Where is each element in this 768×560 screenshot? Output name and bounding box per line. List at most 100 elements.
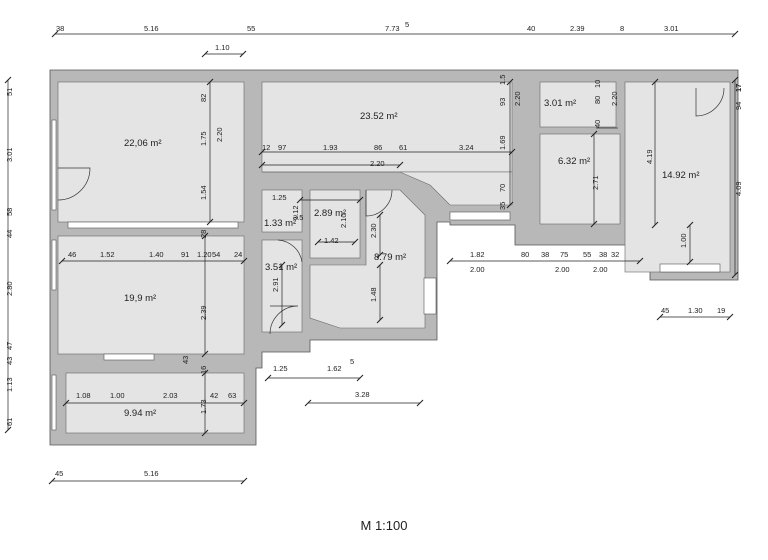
room-main: [261, 81, 513, 173]
dimension-label: 75: [560, 250, 568, 259]
dimension-label: 1.10: [215, 43, 230, 52]
room-bedroom: [57, 235, 245, 355]
dimension-label: 16: [199, 366, 208, 374]
dimension-label: 1.25: [273, 364, 288, 373]
room-bath: [309, 189, 361, 259]
dimension-label: 1.08: [76, 391, 91, 400]
dimension-label: 45: [55, 469, 63, 478]
dimension-label: 61: [399, 143, 407, 152]
dimension-label: 38: [541, 250, 549, 259]
dimension-ticks: [4, 30, 739, 485]
dimension-label: 28: [199, 230, 208, 238]
dimension-label: 1.00: [110, 391, 125, 400]
dimension-tick: [264, 374, 272, 382]
dimension-label: 42: [210, 391, 218, 400]
dimension-label: 5: [405, 20, 409, 29]
dimension-tick: [686, 221, 694, 229]
dimension-tick: [239, 50, 247, 58]
area-balcony: 9.94 m²: [124, 408, 156, 419]
dimension-label: 43: [5, 357, 14, 365]
area-small-ne: 3.01 m²: [544, 98, 576, 109]
dimension-label: 3.01: [5, 147, 14, 162]
dimension-label: 3.24: [459, 143, 474, 152]
dimension-label: 2.00: [470, 265, 485, 274]
room-mid-right: [539, 133, 621, 225]
dimension-label: 1.00: [679, 233, 688, 248]
dimension-label: 2.91: [271, 277, 280, 292]
dimension-label: 3.5: [293, 213, 303, 222]
dimension-label: 1.54: [199, 185, 208, 200]
dimension-label: 43: [181, 356, 190, 364]
dimension-label: 91: [181, 250, 189, 259]
dim-top: 38 5.16 55 7.73 40 2.39 8 3.01 1.10: [56, 24, 679, 52]
dimension-label: 58: [5, 208, 14, 216]
dimension-tick: [731, 76, 739, 84]
dimension-tick: [201, 50, 209, 58]
dimension-tick: [58, 257, 66, 265]
dimension-tick: [726, 313, 734, 321]
windows: [51, 119, 721, 431]
dimension-label: 10: [593, 80, 602, 88]
dimension-tick: [201, 429, 209, 437]
dimension-tick: [304, 399, 312, 407]
dimension-label: 1.62: [327, 364, 342, 373]
dimension-label: 2.00: [555, 265, 570, 274]
area-main: 23.52 m²: [360, 111, 398, 122]
area-bath: 2.89 m²: [314, 208, 346, 219]
dimension-tick: [258, 161, 266, 169]
dimension-label: 1.82: [470, 250, 485, 259]
dimension-label: 2.80: [5, 281, 14, 296]
dimension-tick: [356, 374, 364, 382]
dimension-tick: [590, 130, 598, 138]
dimension-tick: [446, 257, 454, 265]
dimension-label: 97: [278, 143, 286, 152]
dim-right: 17 94 4.09: [734, 84, 743, 196]
dimension-label: 8: [620, 24, 624, 33]
dimension-tick: [278, 321, 286, 329]
dimension-tick: [4, 426, 12, 434]
dimension-label: 80: [593, 96, 602, 104]
dimension-label: 1.42: [324, 236, 339, 245]
room-wc: [261, 189, 303, 233]
dimension-label: 4.19: [645, 149, 654, 164]
dimension-label: 2.39: [199, 305, 208, 320]
dimension-tick: [376, 316, 384, 324]
dimension-label: 1.20: [197, 250, 212, 259]
dimension-tick: [240, 477, 248, 485]
dimension-label: 1.93: [323, 143, 338, 152]
dimension-lines: [7, 33, 736, 482]
dimension-tick: [201, 350, 209, 358]
dimension-tick: [731, 30, 739, 38]
doors: [57, 87, 725, 335]
dimension-label: 24: [234, 250, 242, 259]
room-small-ne: [539, 81, 617, 128]
dimension-label: 2.20: [215, 127, 224, 142]
dimension-tick: [376, 251, 384, 259]
dimension-label: 38: [56, 24, 64, 33]
dimension-label: 1.12: [291, 205, 300, 220]
dimension-label: 80: [521, 250, 529, 259]
dimension-label: 82: [199, 94, 208, 102]
dimension-label: 3.01: [664, 24, 679, 33]
dimension-tick: [240, 257, 248, 265]
dimension-tick: [508, 148, 516, 156]
dimension-tick: [651, 78, 659, 86]
dimension-tick: [416, 399, 424, 407]
dimension-label: 51: [5, 88, 14, 96]
dimension-label: 12: [262, 143, 270, 152]
dimension-tick: [506, 78, 514, 86]
dimension-label: 2.10: [339, 213, 348, 228]
dimension-label: 2.39: [570, 24, 585, 33]
dimension-label: 2.30: [369, 223, 378, 238]
dimension-label: 19: [717, 306, 725, 315]
room-kitchen: [309, 189, 426, 329]
dimension-tick: [206, 78, 214, 86]
dimension-tick: [48, 477, 56, 485]
dimension-label: 1.48: [369, 287, 378, 302]
area-labels: 22,06 m² 23.52 m² 3.01 m² 6.32 m² 14.92 …: [124, 98, 700, 419]
dimension-label: 5.16: [144, 469, 159, 478]
dimension-label: 2.00: [593, 265, 608, 274]
dimension-tick: [296, 196, 304, 204]
dimension-label: 1.75: [199, 131, 208, 146]
